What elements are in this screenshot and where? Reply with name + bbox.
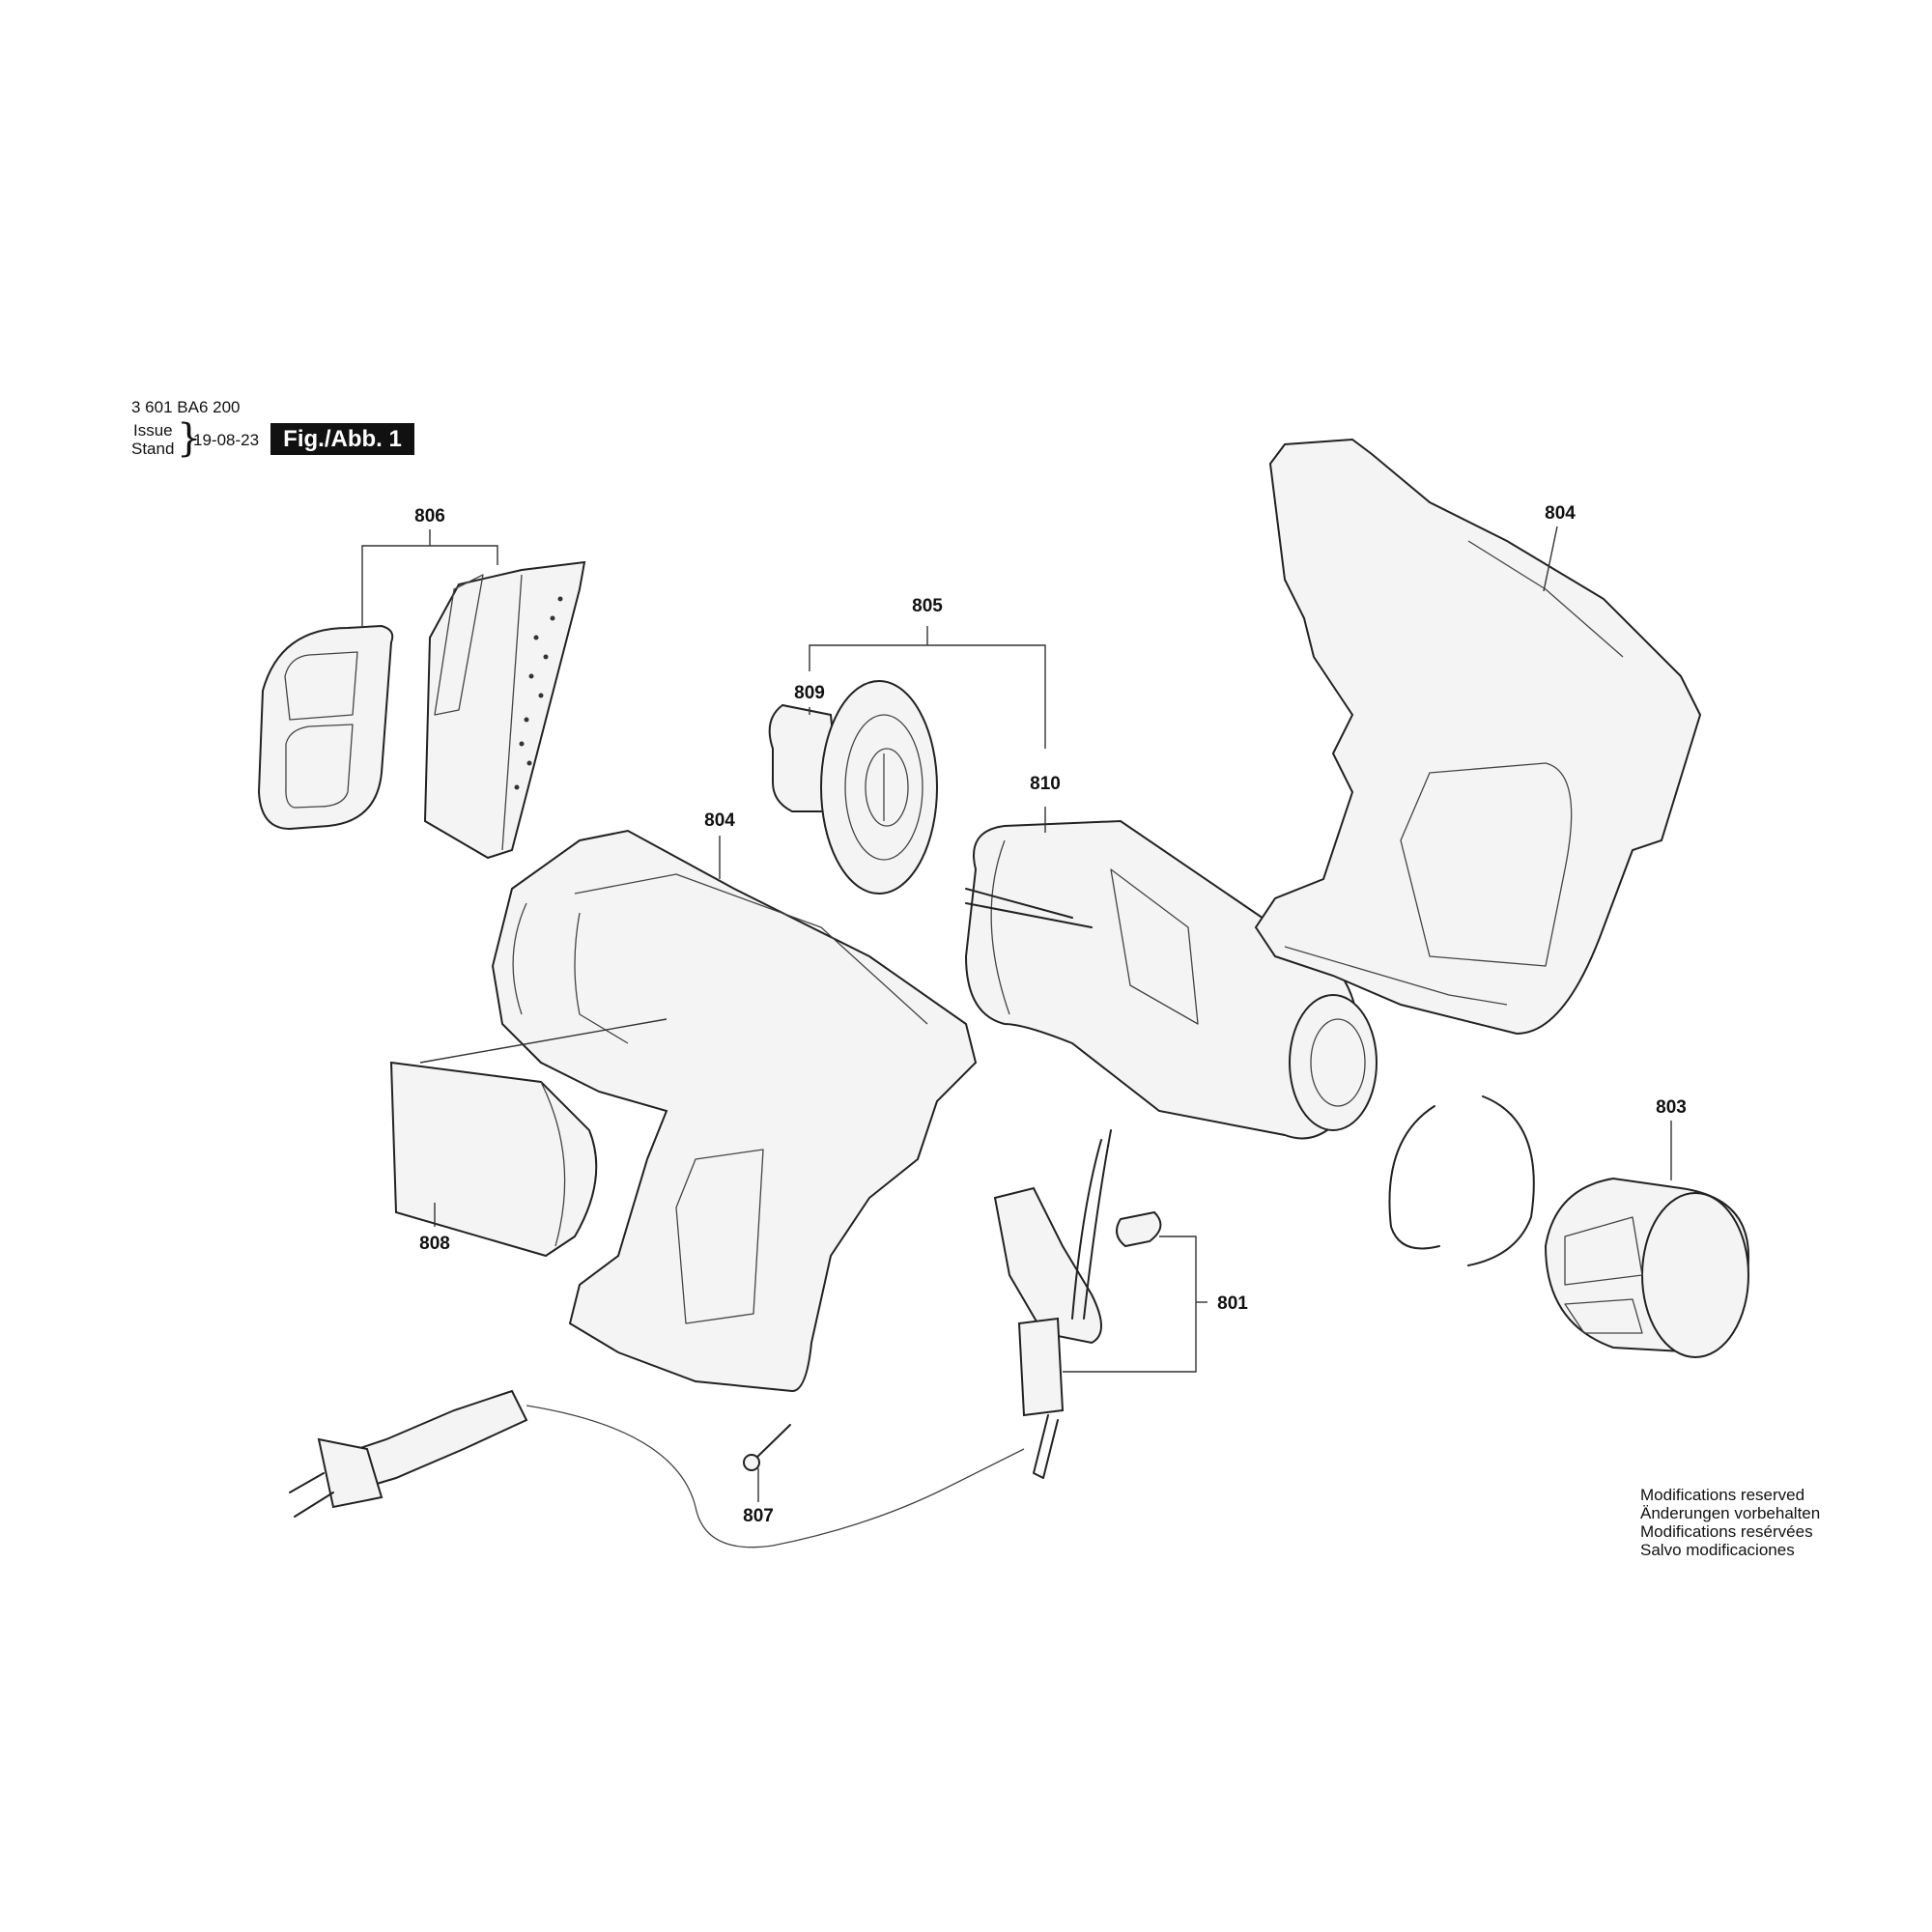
leader-lines bbox=[361, 526, 1672, 1502]
issue-label: Issue bbox=[133, 421, 173, 440]
callout-806: 806 bbox=[414, 506, 445, 526]
callout-809: 809 bbox=[794, 683, 825, 703]
issue-date: 19-08-23 bbox=[193, 431, 260, 449]
callout-810: 810 bbox=[1030, 774, 1061, 794]
part-803-nozzle bbox=[1544, 1177, 1750, 1358]
callout-801: 801 bbox=[1217, 1293, 1248, 1314]
part-number: 3 601 BA6 200 bbox=[131, 398, 241, 416]
callout-803: 803 bbox=[1656, 1097, 1687, 1118]
part-810-heater-tube bbox=[964, 819, 1378, 1140]
retaining-rings bbox=[1388, 1095, 1535, 1266]
note-de: Änderungen vorbehalten bbox=[1640, 1504, 1821, 1522]
part-807-screw bbox=[743, 1424, 791, 1471]
note-fr: Modifications resérvées bbox=[1640, 1522, 1813, 1541]
callout-807: 807 bbox=[743, 1506, 774, 1526]
callout-805: 805 bbox=[912, 596, 943, 616]
note-es: Salvo modificaciones bbox=[1640, 1541, 1795, 1559]
part-804-housing-left bbox=[491, 829, 978, 1393]
callout-808: 808 bbox=[419, 1234, 450, 1254]
part-806-cap bbox=[257, 624, 394, 831]
callout-804-left: 804 bbox=[704, 810, 735, 831]
note-en: Modifications reserved bbox=[1640, 1486, 1805, 1504]
stand-label: Stand bbox=[131, 440, 175, 458]
part-806-pcb bbox=[423, 560, 586, 860]
part-804-housing-right bbox=[1254, 438, 1702, 1036]
part-801-strain-relief bbox=[993, 1129, 1162, 1479]
brace-glyph: } bbox=[177, 416, 202, 461]
part-808-sleeve bbox=[389, 1018, 668, 1258]
power-cord-plug bbox=[289, 1389, 1025, 1548]
figure-badge: Fig./Abb. 1 bbox=[270, 423, 414, 455]
part-809-motor bbox=[768, 680, 938, 895]
callout-804-right: 804 bbox=[1545, 503, 1576, 524]
modification-notes: Modifications reserved Änderungen vorbeh… bbox=[1640, 1486, 1820, 1559]
